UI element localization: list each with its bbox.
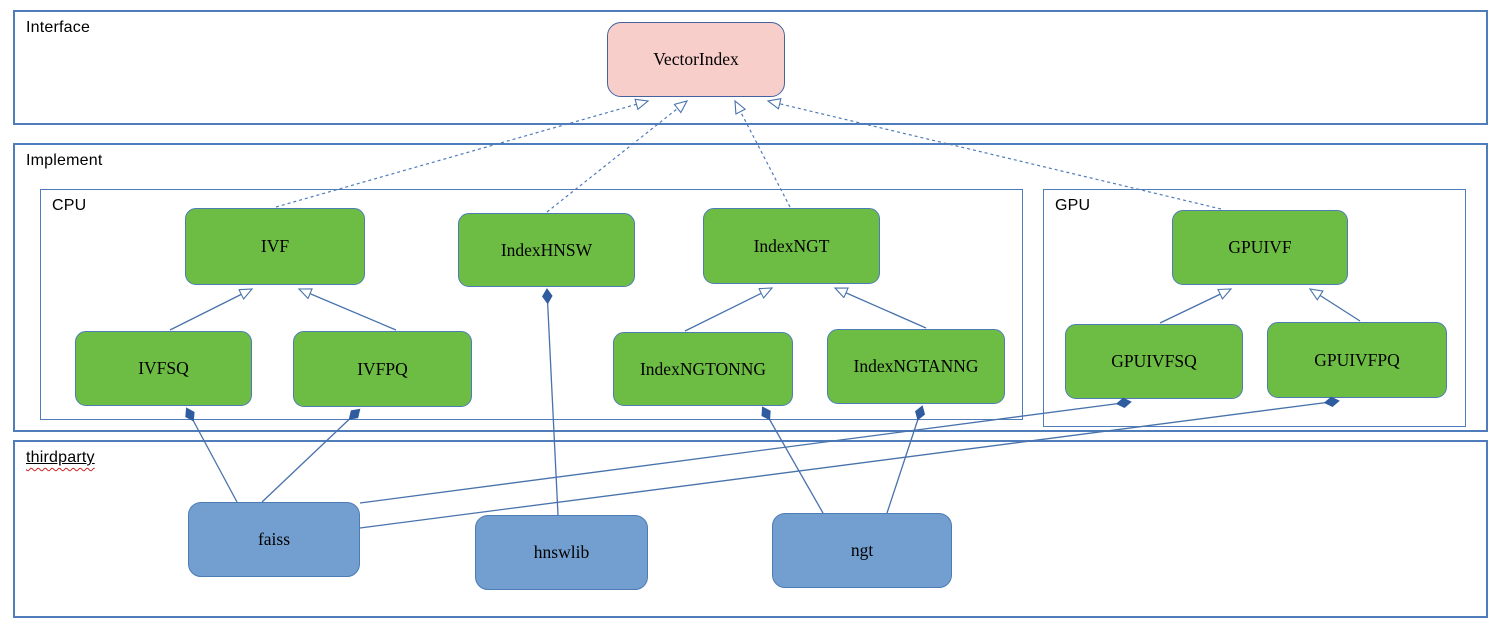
node-gpuivf-label: GPUIVF (1228, 237, 1292, 257)
node-vectorindex[interactable]: VectorIndex (607, 22, 785, 97)
node-ivf[interactable]: IVF (185, 208, 365, 285)
container-thirdparty-label: thirdparty (26, 449, 95, 467)
node-gpuivfpq-label: GPUIVFPQ (1314, 349, 1400, 370)
node-ivfsq[interactable]: IVFSQ (75, 331, 252, 406)
container-interface-label: Interface (26, 19, 91, 36)
node-hnswlib[interactable]: hnswlib (475, 515, 648, 590)
container-thirdparty-label-text: thirdparty (26, 449, 95, 466)
node-indexngt[interactable]: IndexNGT (703, 208, 880, 284)
node-indexhnsw-label: IndexHNSW (500, 239, 593, 260)
node-hnswlib-label: hnswlib (533, 542, 590, 562)
node-indexngtonng-label: IndexNGTONNG (639, 358, 767, 379)
node-faiss[interactable]: faiss (188, 502, 360, 577)
node-gpuivfsq-label: GPUIVFSQ (1111, 351, 1197, 371)
node-indexhnsw[interactable]: IndexHNSW (458, 213, 635, 287)
node-gpuivfpq[interactable]: GPUIVFPQ (1267, 322, 1447, 398)
node-gpuivf[interactable]: GPUIVF (1172, 210, 1348, 285)
node-faiss-label: faiss (257, 529, 291, 549)
node-ivfpq-label: IVFPQ (357, 358, 408, 379)
node-vectorindex-label: VectorIndex (653, 49, 739, 69)
container-implement-label: Implement (26, 152, 103, 169)
node-ivf-label: IVF (260, 236, 290, 256)
node-indexngtonng[interactable]: IndexNGTONNG (613, 332, 793, 406)
container-gpu-label: GPU (1055, 197, 1091, 214)
node-indexngt-label: IndexNGT (753, 235, 830, 256)
node-ngt-label: ngt (850, 540, 874, 560)
node-indexngtanng[interactable]: IndexNGTANNG (827, 329, 1005, 404)
node-ngt[interactable]: ngt (772, 513, 952, 588)
node-gpuivfsq[interactable]: GPUIVFSQ (1065, 324, 1243, 399)
node-indexngtanng-label: IndexNGTANNG (853, 356, 979, 376)
container-cpu-label: CPU (52, 197, 87, 214)
node-ivfpq[interactable]: IVFPQ (293, 331, 472, 407)
node-ivfsq-label: IVFSQ (138, 358, 189, 378)
